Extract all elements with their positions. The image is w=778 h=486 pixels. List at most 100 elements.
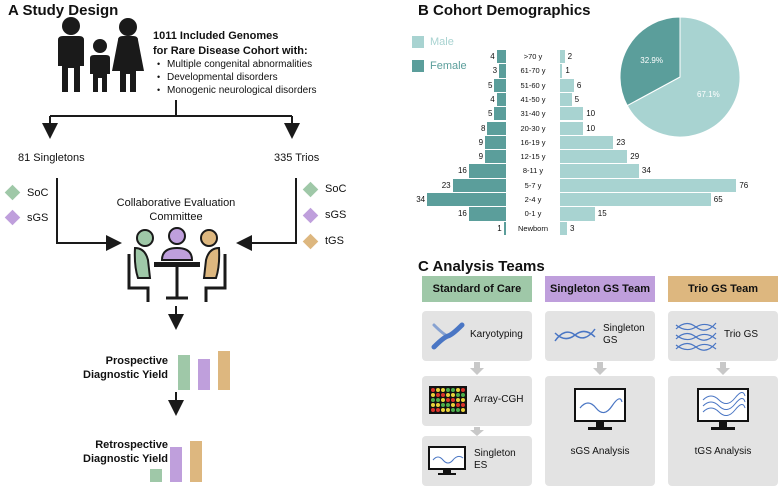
karyotyping-card: Karyotyping	[422, 311, 532, 361]
female-count-label: 34	[416, 195, 426, 204]
female-bar	[503, 221, 506, 235]
female-count-label: 16	[457, 166, 467, 176]
retrospective-yield-bars	[150, 436, 204, 482]
pie-slice-female	[619, 16, 681, 107]
team-header-singleton: Singleton GS Team	[545, 276, 655, 302]
tgs-analysis-card: tGS Analysis	[668, 376, 778, 486]
female-count-label: 1	[497, 223, 502, 233]
dna-icon	[675, 322, 717, 351]
male-count-label: 10	[586, 109, 596, 119]
male-bar	[560, 178, 737, 192]
female-count-label: 8	[480, 123, 486, 133]
male-bar	[560, 221, 567, 235]
male-swatch-icon	[412, 36, 424, 48]
female-swatch-icon	[412, 60, 424, 72]
female-bar	[496, 92, 506, 107]
monitor-icon	[574, 388, 626, 430]
prospective-tgs-bar	[218, 351, 230, 390]
male-count-label: 65	[713, 195, 723, 204]
female-bar	[485, 150, 506, 164]
female-count-label: 5	[487, 109, 493, 119]
committee-label: Collaborative Evaluation Committee	[116, 197, 236, 223]
retrospective-label: Retrospective Diagnostic Yield	[83, 439, 168, 465]
committee-meeting-icon	[127, 227, 227, 302]
pie-label-female: 32.9%	[640, 56, 663, 65]
female-bar	[468, 164, 506, 178]
disorder-item: Monogenic neurological disorders	[157, 84, 317, 97]
pie-label-male: 67.1%	[697, 90, 720, 99]
singleton-gs-card: Singleton GS	[545, 311, 655, 361]
female-bar	[485, 135, 506, 150]
male-count-label: 5	[574, 94, 580, 104]
age-group-label: 5-7 y	[524, 180, 542, 190]
retrospective-soc-bar	[150, 469, 162, 482]
age-group-label: >70 y	[523, 52, 543, 61]
age-group-label: 20-30 y	[520, 123, 546, 133]
male-bar	[560, 164, 639, 178]
female-count-label: 9	[478, 137, 484, 147]
age-group-label: 0-1 y	[524, 209, 542, 219]
panel-c-title: C Analysis Teams	[418, 258, 545, 275]
panel-a-title: A Study Design	[8, 2, 119, 19]
female-count-label: 23	[441, 180, 451, 190]
male-bar	[560, 50, 565, 64]
prospective-soc-bar	[178, 355, 190, 390]
male-bar	[560, 78, 574, 92]
female-count-label: 3	[492, 66, 498, 76]
female-bar	[452, 178, 506, 192]
female-bar	[494, 107, 506, 121]
trios-label: 335 Trios	[274, 152, 320, 164]
age-group-label: 61-70 y	[520, 66, 546, 76]
disorder-item: Multiple congenital abnormalities	[157, 58, 317, 71]
age-group-label: 8-11 y	[522, 166, 544, 176]
chromosome-icon	[431, 322, 465, 350]
female-count-label: 5	[487, 80, 493, 90]
study-flow-arrows	[42, 100, 300, 416]
female-count-label: 4	[490, 94, 495, 104]
microarray-icon	[429, 386, 467, 414]
age-group-label: 41-50 y	[520, 94, 546, 104]
sgs-analysis-card: sGS Analysis	[545, 376, 655, 486]
male-count-label: 29	[630, 152, 640, 162]
trio-gs-card: Trio GS	[668, 311, 778, 361]
male-bar	[560, 121, 584, 135]
male-count-label: 1	[565, 66, 570, 76]
monitor-icon	[428, 446, 466, 475]
male-bar	[560, 150, 628, 164]
age-group-label: 31-40 y	[520, 109, 546, 119]
monitor-icon	[697, 388, 749, 430]
female-count-label: 9	[478, 152, 484, 162]
female-bar	[468, 207, 506, 221]
male-bar	[560, 207, 595, 221]
male-bar	[560, 92, 572, 107]
female-bar	[487, 121, 506, 135]
age-group-label: 16-19 y	[520, 137, 546, 147]
singletons-label: 81 Singletons	[18, 152, 85, 164]
male-count-label: 76	[739, 180, 749, 190]
male-bar	[560, 193, 711, 207]
trio-methods: SoC sGS tGS	[302, 176, 346, 254]
retrospective-tgs-bar	[190, 441, 202, 482]
pie-slice-male	[626, 16, 741, 138]
retrospective-sgs-bar	[170, 447, 182, 482]
age-group-label: 51-60 y	[520, 80, 546, 90]
singleton-methods: SoC sGS	[4, 180, 48, 230]
legend: Male Female	[412, 30, 467, 78]
female-bar	[496, 50, 506, 64]
sex-pie-chart: 67.1% 32.9%	[619, 16, 741, 138]
female-bar	[427, 193, 506, 207]
singleton-es-card: Singleton ES	[422, 436, 532, 486]
family-icon	[58, 17, 144, 92]
team-header-soc: Standard of Care	[422, 276, 532, 302]
male-count-label: 3	[569, 223, 575, 233]
male-bar	[560, 64, 563, 78]
female-bar	[494, 78, 506, 92]
cohort-title: 1011 Included Genomes for Rare Disease C…	[153, 30, 308, 57]
male-count-label: 23	[616, 137, 626, 147]
male-bar	[560, 135, 614, 150]
prospective-yield-bars	[178, 340, 232, 390]
female-bar	[499, 64, 506, 78]
male-count-label: 10	[586, 123, 596, 133]
